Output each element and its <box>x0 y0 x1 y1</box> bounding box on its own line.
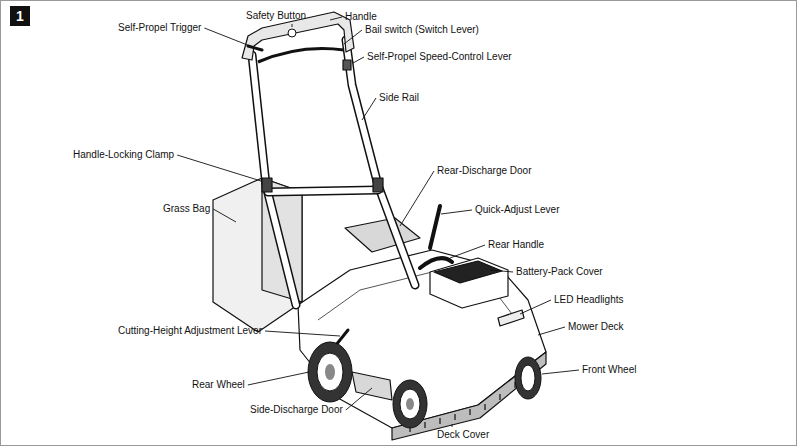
wheel-hub <box>325 364 335 380</box>
locking-clamp <box>373 178 383 192</box>
leader-line <box>330 17 342 20</box>
mower-deck <box>298 250 546 428</box>
part-label: Safety Button <box>246 10 306 22</box>
quick-adjust-lever <box>430 206 440 248</box>
part-label: Side Rail <box>379 92 419 104</box>
leader-line <box>542 370 579 374</box>
wheel-rim <box>400 389 420 419</box>
part-label: Self-Propel Trigger <box>118 22 201 34</box>
leader-line <box>177 155 261 181</box>
leader-line <box>265 331 340 336</box>
speed-control-lever <box>343 60 351 70</box>
locking-clamp <box>262 178 272 192</box>
grass-bag <box>213 178 302 332</box>
leader-line <box>538 327 565 335</box>
leader-line <box>441 210 472 214</box>
part-label: Mower Deck <box>568 321 624 333</box>
leader-line <box>490 270 513 272</box>
leader-line <box>344 30 362 44</box>
part-label: Grass Bag <box>163 203 210 215</box>
part-label: Rear Wheel <box>192 379 245 391</box>
leader-line <box>204 28 250 46</box>
part-label: Deck Cover <box>437 429 489 441</box>
part-label: Battery-Pack Cover <box>516 266 603 278</box>
part-label: Cutting-Height Adjustment Lever <box>118 325 262 337</box>
leader-line <box>362 98 376 120</box>
front-wheel <box>515 357 541 399</box>
deck-cover <box>392 352 546 440</box>
part-label: Quick-Adjust Lever <box>475 204 559 216</box>
self-propel-trigger <box>248 46 262 50</box>
figure-number: 1 <box>16 8 24 24</box>
battery-pack-cover <box>434 261 502 283</box>
leader-line <box>292 24 293 27</box>
cross-bar-fill <box>268 190 378 192</box>
part-label: Self-Propel Speed-Control Lever <box>367 51 512 63</box>
wheel-hub <box>406 398 414 410</box>
rear-wheel <box>308 342 352 402</box>
cutting-height-lever <box>336 330 348 345</box>
wheel-rim <box>521 365 535 391</box>
part-label: Front Wheel <box>582 364 636 376</box>
part-label: Handle <box>345 11 377 23</box>
part-label: Rear Handle <box>488 239 544 251</box>
leader-line <box>353 57 364 63</box>
leader-line <box>520 300 551 314</box>
wheel-rim <box>317 353 343 391</box>
leader-line <box>346 388 372 410</box>
front-wheel <box>393 380 427 428</box>
safety-button <box>288 29 296 37</box>
leader-line <box>248 372 309 385</box>
part-label: Side-Discharge Door <box>250 404 343 416</box>
leader-line <box>213 209 236 222</box>
cross-bar <box>268 190 378 192</box>
part-label: Rear-Discharge Door <box>437 165 531 177</box>
leader-line <box>452 424 453 427</box>
part-label: Handle-Locking Clamp <box>73 149 174 161</box>
part-label: Bail switch (Switch Lever) <box>365 24 479 36</box>
deck-vents <box>410 370 530 432</box>
part-label: LED Headlights <box>554 294 623 306</box>
side-rail-fill <box>346 40 415 285</box>
led-headlights <box>498 310 524 326</box>
battery-pack <box>430 258 508 308</box>
leader-line <box>450 245 485 258</box>
figure-number-box: 1 <box>10 6 30 26</box>
rear-discharge-door <box>345 218 420 252</box>
side-discharge-door <box>352 372 392 400</box>
rear-handle <box>420 258 452 268</box>
side-rail <box>346 40 415 285</box>
leader-line <box>400 171 434 226</box>
bail-switch <box>258 49 344 63</box>
